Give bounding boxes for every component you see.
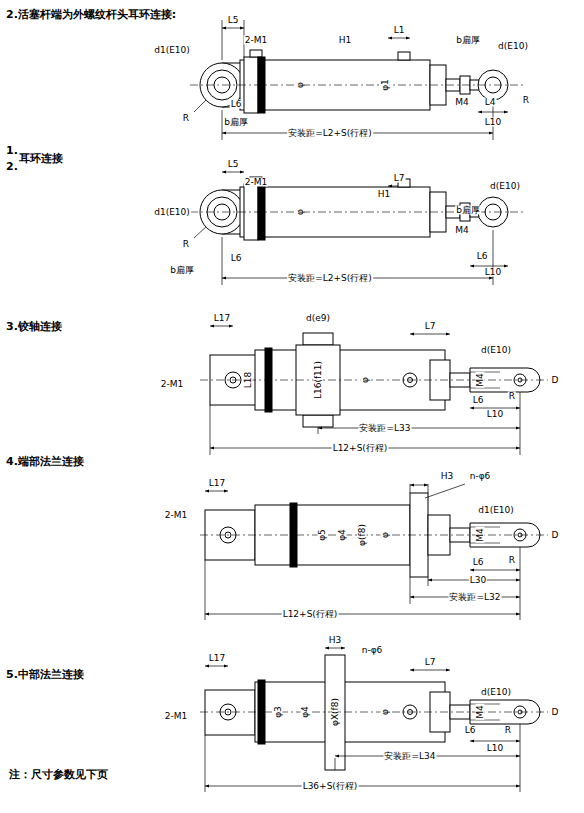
dimension-label: 安装距=L2+S(行程) [287,129,373,138]
dimension-label: b扁厚 [169,266,195,275]
dimension-label: L7 [424,658,437,667]
dimension-label: 2-M1 [244,178,268,187]
dimension-label: L36+S(行程) [302,782,359,791]
dimension-label: L4 [484,98,497,107]
dimension-label: L6 [230,100,243,109]
dimension-label: L16(f11) [314,360,323,400]
dimension-label: φ4 [338,528,347,542]
dimension-label: 安装距=L32 [448,593,501,602]
dimension-label: φ [296,81,305,89]
dimension-label: L10 [484,268,502,277]
dimension-label: φ3 [274,705,283,719]
dimension-label: 安装距=L34 [383,752,436,761]
dimension-label: d1(E10) [153,46,191,55]
dimension-label: φX(f8) [331,697,340,727]
dimension-label: L10 [486,410,504,419]
dimension-label: 2-M1 [164,511,188,520]
dimension-label: φ(f8) [358,523,367,547]
dimension-label: L5 [227,16,240,25]
dimension-label: φ1 [381,78,390,92]
dimension-label: R [508,556,516,565]
dimension-label: L12+S(行程) [332,444,389,453]
dimension-label: L6 [464,726,477,735]
dimension-label: φ5 [318,528,327,542]
dimension-label: D [551,376,560,385]
dimension-label: H3 [328,636,343,645]
dimension-label: d(E10) [489,182,521,191]
dimension-label: R [522,96,530,105]
dimension-label: M4 [476,372,485,388]
dimension-label: L30 [469,576,487,585]
dimension-label: 安装距=L33 [358,424,411,433]
dimension-label: φ4 [301,705,310,719]
dimension-label: φ [361,376,370,384]
dimension-label: b扁厚 [455,36,481,45]
dimension-label: n-φ6 [469,472,492,481]
dimension-label: H3 [440,472,455,481]
dimension-label: D [551,708,560,717]
dimension-label: n-φ6 [361,646,384,655]
dimension-label: L6 [230,254,243,263]
dimension-label: L17 [208,479,226,488]
section-heading: 注：尺寸参数见下页 [8,769,109,780]
dimension-label: H1 [338,36,353,45]
dimension-label: φ [381,531,390,539]
dimension-label: L1 [393,26,406,35]
section-heading: 4.端部法兰连接 [5,456,85,467]
dimension-label: L6 [472,396,485,405]
section-heading: 5.中部法兰连接 [5,669,85,680]
section-heading: 3.铰轴连接 [5,321,63,332]
dimension-label: b扁厚 [455,206,481,215]
dimension-label: d(E10) [480,688,512,697]
dimension-label: L7 [424,322,437,331]
dimension-label: d(E10) [497,42,529,51]
dimension-label: L10 [486,744,504,753]
dimension-label: L5 [227,160,240,169]
section-heading: 耳环连接 [18,153,64,164]
dimension-label: M4 [454,98,470,107]
dimension-label: R [182,240,190,249]
dimension-label: L17 [213,314,231,323]
dimension-label: M4 [476,527,485,543]
dimension-label: D [551,531,560,540]
dimension-label: L17 [208,654,226,663]
dimension-label: L6 [476,252,489,261]
dimension-label: L12+S(行程) [282,610,339,619]
dimension-label: L7 [393,174,406,183]
dimension-label: M4 [476,704,485,720]
dimension-label: L6 [472,558,485,567]
section-heading: 1. [5,145,19,156]
dimension-label: b扁厚 [223,118,249,127]
dimension-label: R [508,392,516,401]
dimension-label: H1 [377,190,392,199]
dimension-label: d1(E10) [153,208,191,217]
dimension-label: L10 [484,118,502,127]
dimension-label: R [504,726,512,735]
dimension-label: M4 [454,226,470,235]
dimension-label: d1(E10) [477,506,515,515]
dimension-label: 2-M1 [160,380,184,389]
dimension-label: d(e9) [305,314,331,323]
dimension-label: L18 [244,371,253,389]
dimension-label: 2-M1 [164,712,188,721]
dimension-label: d(E10) [480,346,512,355]
section-heading: 2. [5,161,19,172]
dimension-label: 2-M1 [244,36,268,45]
dimension-label: R [182,114,190,123]
dimension-label: 安装距=L2+S(行程) [287,274,373,283]
dimension-label: φ [381,708,390,716]
dimension-label: φ [296,208,305,216]
section-heading: 2.活塞杆端为外螺纹杆头耳环连接: [5,9,177,20]
